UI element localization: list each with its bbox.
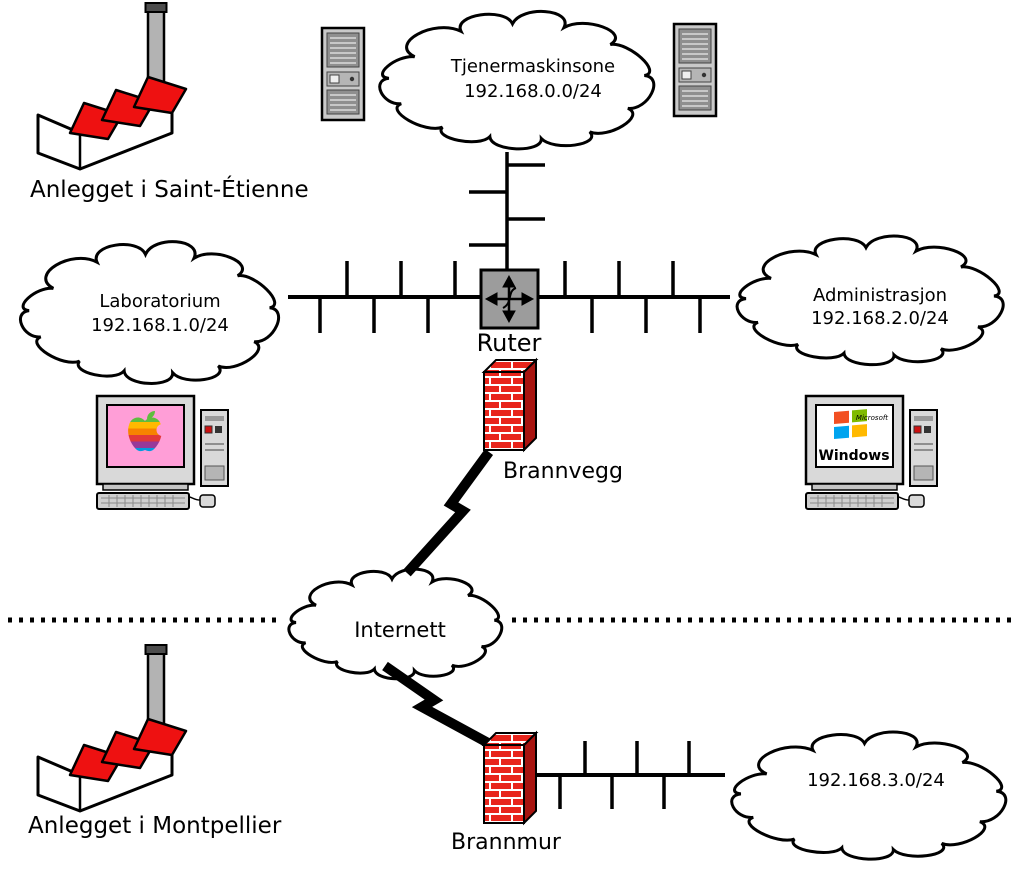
laboratory-cloud [19,240,281,385]
administration-subnet: 192.168.2.0/24 [811,308,949,329]
mac-tower [200,409,229,487]
windows-screen-brand-text: Microsoft [856,414,888,422]
windows-logo-icon [834,409,867,439]
administration-name: Administrasjon [813,285,947,306]
brick-wall-icon-main-firewall [483,359,537,451]
mac-keyboard [96,492,190,510]
branch-firewall-label: Brannmur [451,830,562,855]
server-zone-subnet: 192.168.0.0/24 [464,81,602,102]
main-firewall-label: Brannvegg [503,459,623,484]
montpellier-lan-cloud [730,730,1008,861]
factory-icon-montpellier [36,643,188,813]
site-label-saint-etienne: Anlegget i Saint-Étienne [30,175,309,203]
mac-mouse [188,494,216,508]
windows-monitor-base [811,483,898,491]
router-label: Ruter [477,329,542,357]
router [479,268,540,330]
windows-screen-text: Windows [818,448,889,464]
branch-lan-ticks [558,741,691,809]
laboratory-subnet: 192.168.1.0/24 [91,315,229,336]
site-label-montpellier: Anlegget i Montpellier [28,813,282,839]
laboratory-name: Laboratorium [99,291,220,312]
windows-pc-icon: Microsoft Windows [804,394,938,510]
montpellier-lan-subnet: 192.168.3.0/24 [807,770,945,791]
factory-icon-saint-etienne [36,1,188,171]
windows-keyboard [805,492,899,510]
backbone-ticks-right [563,261,702,333]
server-zone-drop-ticks [469,163,545,247]
windows-tower [909,409,938,487]
internet-label: Internett [354,618,446,642]
mac-monitor-base [102,483,189,491]
server-tower-icon-left [320,26,366,122]
router-arrows-icon [484,274,535,324]
lightning-bolt-icon-top [403,449,494,577]
lightning-bolt-icon-bottom [382,661,493,749]
windows-mouse [897,494,925,508]
server-zone-name: Tjenermaskinsone [450,56,615,77]
brick-wall-icon-branch-firewall [483,732,537,824]
backbone-ticks-left [318,261,457,333]
classic-mac-icon [95,394,229,510]
server-tower-icon-right [672,22,718,118]
